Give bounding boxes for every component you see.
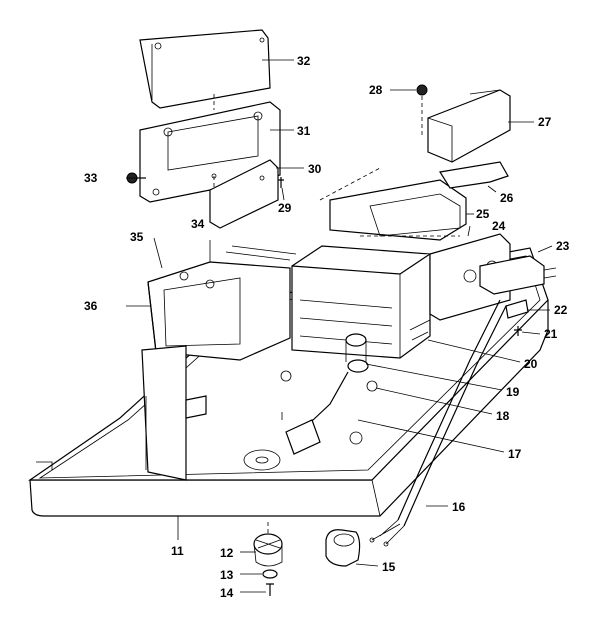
- callout-29: 29: [278, 201, 292, 215]
- screw-29: [278, 177, 284, 188]
- bracket-plate: [319, 167, 467, 241]
- screw-28: [416, 84, 428, 138]
- plug-connector: [479, 255, 557, 295]
- washer-13: [262, 569, 278, 579]
- callout-33: 33: [84, 171, 98, 185]
- top-cover-plate: [139, 29, 271, 109]
- callout-16: 16: [452, 500, 466, 514]
- callout-25: 25: [476, 207, 490, 221]
- callout-30: 30: [308, 162, 322, 176]
- leader-lines: [126, 59, 553, 593]
- control-box: [429, 233, 511, 321]
- callout-23: 23: [556, 239, 570, 253]
- power-cord: [369, 299, 507, 547]
- callout-32: 32: [297, 54, 311, 68]
- callout-27: 27: [538, 115, 552, 129]
- callout-21: 21: [544, 327, 558, 341]
- callout-26: 26: [500, 191, 514, 205]
- clip-22: [505, 299, 529, 319]
- interlock-bracket: [141, 345, 207, 481]
- transformer: [291, 245, 431, 359]
- callout-17: 17: [508, 447, 522, 461]
- callout-24: 24: [492, 219, 506, 233]
- small-plate: [209, 159, 279, 229]
- capacitor-diode-group: [280, 333, 378, 455]
- callout-31: 31: [297, 124, 311, 138]
- callout-35: 35: [130, 230, 144, 244]
- callout-14: 14: [220, 586, 234, 600]
- screw-14: [266, 583, 274, 596]
- bracket-26: [439, 161, 509, 189]
- callout-13: 13: [220, 568, 234, 582]
- callout-28: 28: [369, 83, 383, 97]
- callout-36: 36: [84, 299, 98, 313]
- callout-19: 19: [506, 385, 520, 399]
- screw-21: [514, 326, 522, 336]
- knob-12: [253, 533, 283, 567]
- callout-34: 34: [191, 217, 205, 231]
- lamp-socket-15: [325, 529, 361, 567]
- callout-11: 11: [171, 544, 184, 558]
- callout-15: 15: [382, 560, 396, 574]
- callout-12: 12: [220, 546, 234, 560]
- callout-22: 22: [554, 303, 568, 317]
- switch-assembly: [147, 245, 297, 361]
- callout-20: 20: [524, 357, 538, 371]
- callout-18: 18: [496, 409, 510, 423]
- shroud-27: [427, 89, 511, 163]
